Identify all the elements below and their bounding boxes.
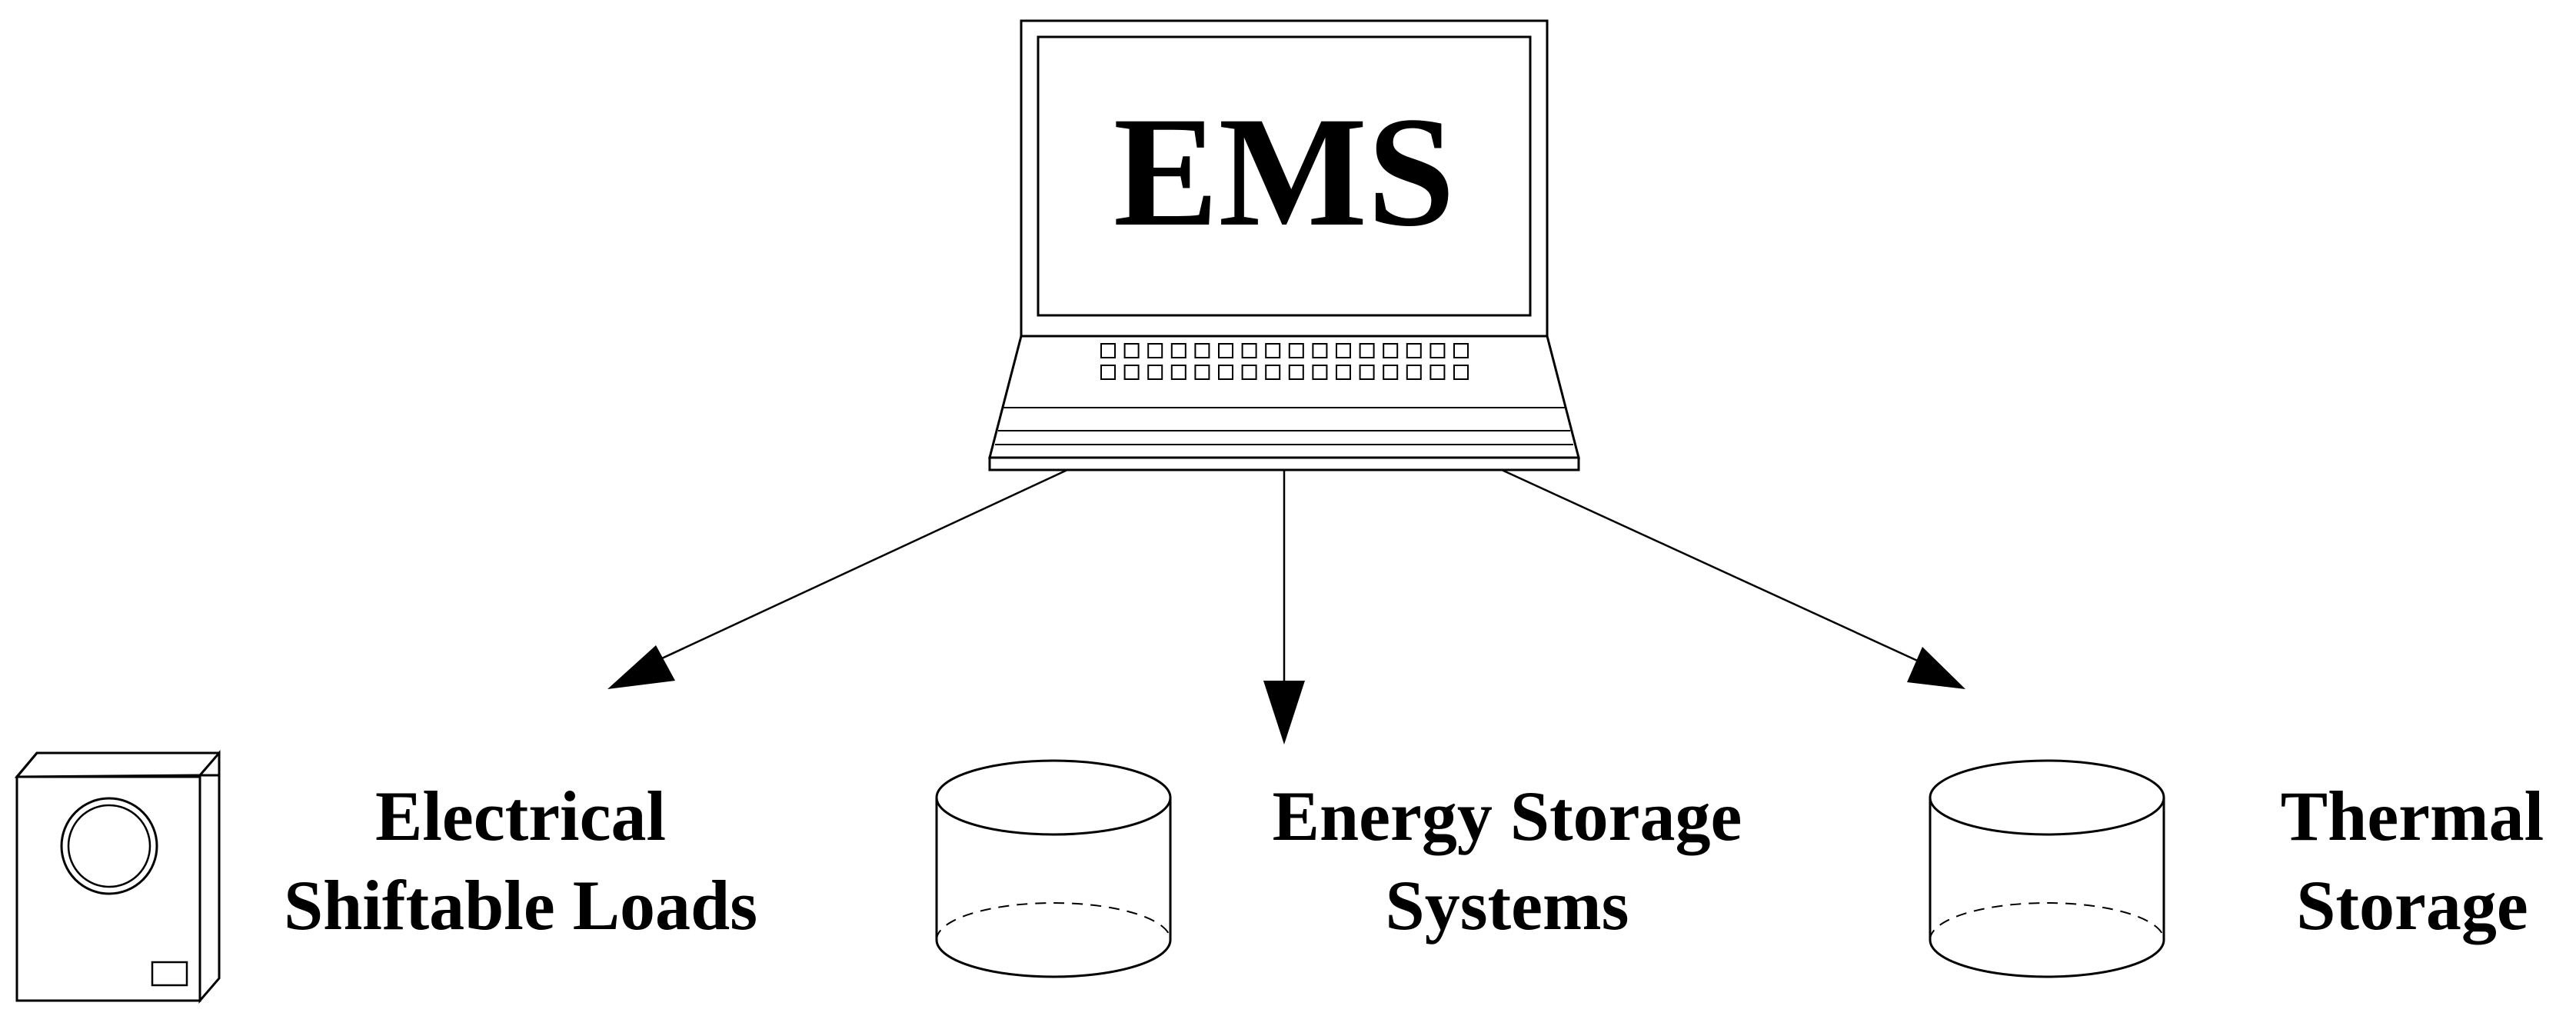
keyboard-key — [1241, 343, 1257, 358]
keyboard-key — [1170, 343, 1186, 358]
label-line: Energy Storage — [1273, 777, 1742, 855]
energy-storage-systems-label: Energy Storage Systems — [1273, 777, 1742, 944]
keyboard-key — [1336, 365, 1351, 380]
keyboard-key — [1429, 343, 1446, 358]
keyboard-key — [1147, 365, 1163, 380]
label-line: Systems — [1386, 866, 1629, 944]
keyboard-key — [1312, 343, 1328, 358]
keyboard-key — [1383, 343, 1399, 358]
keyboard-key — [1383, 365, 1399, 380]
keyboard-keys — [1100, 343, 1469, 380]
keyboard-key — [1336, 343, 1351, 358]
keyboard-key — [1312, 365, 1328, 380]
keyboard-key — [1288, 365, 1304, 380]
ems-label: EMS — [1113, 85, 1455, 259]
arrow-to-electrical-shiftable-loads — [607, 468, 1068, 689]
energy-storage-cylinder-icon — [935, 759, 1172, 978]
keyboard-key — [1241, 365, 1257, 380]
thermal-storage-cylinder-icon — [1929, 759, 2165, 978]
arrow-to-energy-storage-systems — [1263, 470, 1305, 745]
electrical-shiftable-loads-label: Electrical Shiftable Loads — [284, 777, 757, 944]
keyboard-key — [1359, 343, 1375, 358]
thermal-storage-label: Thermal Storage — [2281, 777, 2544, 944]
keyboard-key — [1100, 365, 1116, 380]
keyboard-key — [1100, 343, 1116, 358]
keyboard-key — [1123, 343, 1140, 358]
label-line: Storage — [2296, 866, 2528, 944]
arrow-to-thermal-storage — [1501, 468, 1965, 689]
keyboard-key — [1265, 365, 1281, 380]
keyboard-key — [1288, 343, 1304, 358]
keyboard-key — [1170, 365, 1186, 380]
keyboard-key — [1359, 365, 1375, 380]
keyboard-key — [1147, 343, 1163, 358]
label-line: Shiftable Loads — [284, 866, 757, 944]
keyboard-key — [1218, 365, 1233, 380]
keyboard-key — [1123, 365, 1140, 380]
label-line: Electrical — [375, 777, 666, 855]
keyboard-key — [1265, 343, 1281, 358]
keyboard-key — [1194, 343, 1210, 358]
keyboard-key — [1406, 365, 1422, 380]
label-line: Thermal — [2281, 777, 2544, 855]
washing-machine-icon — [14, 749, 221, 1004]
keyboard-key — [1406, 343, 1422, 358]
laptop-icon — [988, 19, 1580, 471]
keyboard-key — [1453, 343, 1469, 358]
keyboard-key — [1194, 365, 1210, 380]
keyboard-key — [1429, 365, 1446, 380]
keyboard-key — [1453, 365, 1469, 380]
keyboard-key — [1218, 343, 1233, 358]
